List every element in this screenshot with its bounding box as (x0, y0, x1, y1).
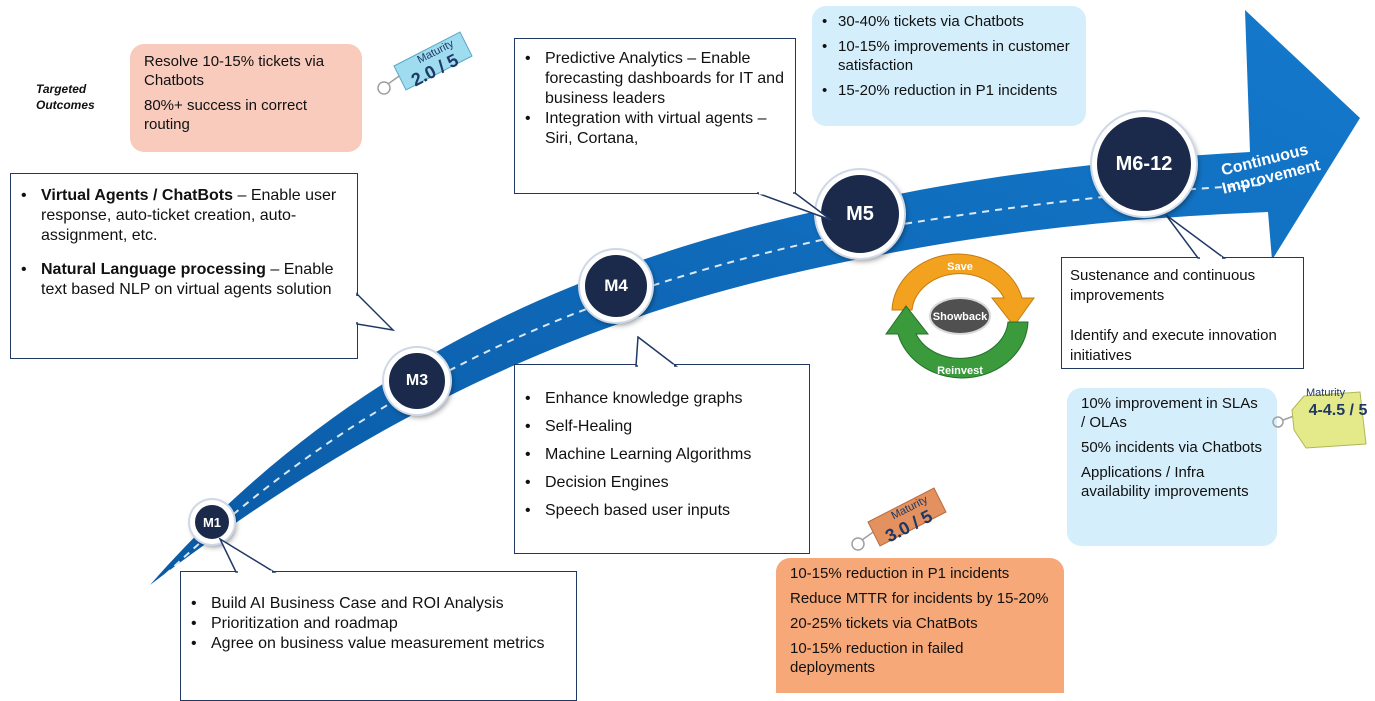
reinvest-arrow (885, 305, 1029, 379)
callout-m1-item-1: Build AI Business Case and ROI Analysis (181, 594, 568, 614)
milestone-m1[interactable]: M1 (190, 500, 234, 544)
callout-m6-12-item-2: Identify and execute innovation initiati… (1070, 327, 1277, 364)
tag-shape (377, 31, 473, 95)
showback-label: Showback (933, 311, 988, 323)
maturity-tag-1: Maturity 2.0 / 5 (372, 22, 476, 102)
savings-cycle-diagram: Showback Save Reinvest (885, 253, 1035, 379)
callout-m4-item-1: Enhance knowledge graphs (515, 389, 801, 409)
arrow-dashed-line (164, 184, 1263, 576)
outcome-m6-item-2: 50% incidents via Chatbots (1081, 439, 1262, 456)
callout-m4-pointer (635, 336, 679, 367)
callout-m4-item-2: Self-Healing (515, 417, 801, 437)
callout-m3-item-1: Virtual Agents / ChatBots – Enable user … (11, 186, 345, 246)
milestone-m3[interactable]: M3 (384, 348, 450, 414)
callout-m6-12-pointer (1165, 214, 1227, 259)
outcome-box-m6-12: 10% improvement in SLAs / OLAs 50% incid… (1067, 388, 1277, 546)
outcome-m5-list: •30-40% tickets via Chatbots •10-15% imp… (822, 12, 1074, 100)
outcome-m3-item-2: 80%+ success in correct routing (144, 97, 307, 133)
maturity-tag-2: Maturity 3.0 / 5 (846, 478, 950, 558)
callout-m1: Build AI Business Case and ROI Analysis … (180, 571, 577, 701)
callout-m5: Predictive Analytics – Enable forecastin… (514, 38, 796, 194)
milestone-m4[interactable]: M4 (580, 250, 652, 322)
save-arrow (891, 253, 1035, 327)
reinvest-label: Reinvest (937, 365, 983, 377)
outcome-m4-item-1: 10-15% reduction in P1 incidents (790, 565, 1010, 582)
callout-m4-item-5: Speech based user inputs (515, 501, 801, 521)
tag-label: Maturity (1306, 387, 1346, 399)
callout-m5-item-2: Integration with virtual agents – Siri, … (515, 109, 787, 149)
outcome-m3-item-1: Resolve 10-15% tickets via Chatbots (144, 53, 325, 89)
milestone-m6-12[interactable]: M6-12 (1092, 112, 1196, 216)
callout-m3-pointer (355, 292, 395, 332)
callout-m1-item-2: Prioritization and roadmap (181, 614, 568, 634)
maturity-tag-3: Maturity 4-4.5 / 5 (1270, 386, 1370, 458)
callout-m6-12-item-1: Sustenance and continuous improvements (1070, 267, 1256, 304)
targeted-outcomes-label: Targeted Outcomes (36, 82, 95, 112)
callout-m4-item-3: Machine Learning Algorithms (515, 445, 801, 465)
outcome-m4-item-2: Reduce MTTR for incidents by 15-20% (790, 590, 1049, 607)
outcome-m6-item-3: Applications / Infra availability improv… (1081, 464, 1249, 500)
callout-m3-item-2: Natural Language processing – Enable tex… (11, 260, 345, 300)
outcome-box-m4: 10-15% reduction in P1 incidents Reduce … (776, 558, 1064, 693)
tag-shape (851, 487, 947, 551)
tag-value: 4-4.5 / 5 (1308, 402, 1368, 419)
outcome-m4-item-3: 20-25% tickets via ChatBots (790, 615, 978, 632)
save-label: Save (947, 261, 973, 273)
tag-shape (1272, 391, 1367, 449)
showback-ellipse (929, 297, 991, 335)
outcome-m5-item-1: •30-40% tickets via Chatbots (822, 13, 1024, 30)
outcome-m6-item-1: 10% improvement in SLAs / OLAs (1081, 395, 1258, 431)
outcome-m5-item-3: •15-20% reduction in P1 incidents (822, 82, 1058, 99)
callout-m5-pointer (756, 192, 832, 221)
outcome-m4-item-4: 10-15% reduction in failed deployments (790, 640, 964, 676)
callout-m1-item-3: Agree on business value measurement metr… (181, 634, 568, 654)
callout-m6-12: Sustenance and continuous improvements I… (1061, 257, 1304, 369)
outcome-box-m5: •30-40% tickets via Chatbots •10-15% imp… (812, 6, 1086, 126)
callout-m5-item-1: Predictive Analytics – Enable forecastin… (515, 49, 787, 109)
outcome-m5-item-2: •10-15% improvements in customer satisfa… (822, 38, 1070, 74)
outcome-box-m3: Resolve 10-15% tickets via Chatbots 80%+… (130, 44, 362, 152)
callout-m4: Enhance knowledge graphs Self-Healing Ma… (514, 364, 810, 554)
callout-m4-item-4: Decision Engines (515, 473, 801, 493)
callout-m1-pointer (218, 538, 277, 573)
callout-m3: Virtual Agents / ChatBots – Enable user … (10, 173, 358, 359)
